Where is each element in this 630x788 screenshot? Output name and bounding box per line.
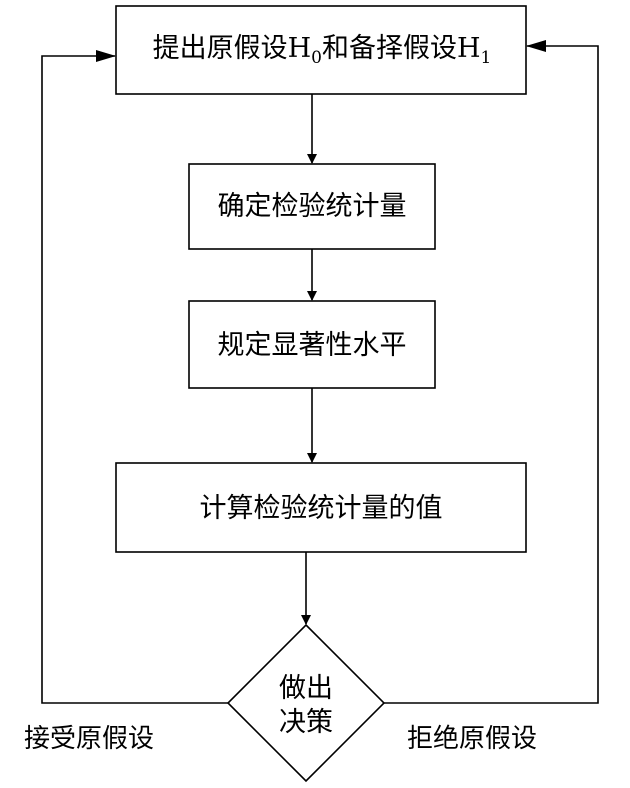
significance-level-label: 规定显著性水平 bbox=[218, 330, 407, 361]
reject-label: 拒绝原假设 bbox=[407, 724, 537, 754]
h1-subscript: 1 bbox=[481, 48, 492, 68]
reject-loop-edge bbox=[384, 40, 599, 704]
decision-label-line2: 决策 bbox=[279, 707, 333, 738]
compute-statistic-box bbox=[115, 462, 527, 553]
hypotheses-text: 提出原假设H bbox=[153, 33, 312, 64]
h0-subscript: 0 bbox=[311, 48, 322, 68]
hypotheses-label: 提出原假设H0和备择假设H1 bbox=[153, 33, 492, 68]
determine-statistic-label: 确定检验统计量 bbox=[218, 191, 407, 222]
decision-diamond bbox=[226, 623, 386, 783]
accept-label: 接受原假设 bbox=[24, 724, 154, 754]
significance-level-box bbox=[188, 300, 436, 389]
compute-statistic-label: 计算检验统计量的值 bbox=[200, 493, 443, 524]
hypotheses-box bbox=[115, 5, 527, 95]
hypotheses-mid-text: 和备择假设H bbox=[322, 33, 481, 64]
decision-label-line1: 做出 bbox=[279, 673, 333, 704]
accept-loop-edge bbox=[41, 50, 228, 704]
determine-statistic-box bbox=[188, 163, 436, 250]
